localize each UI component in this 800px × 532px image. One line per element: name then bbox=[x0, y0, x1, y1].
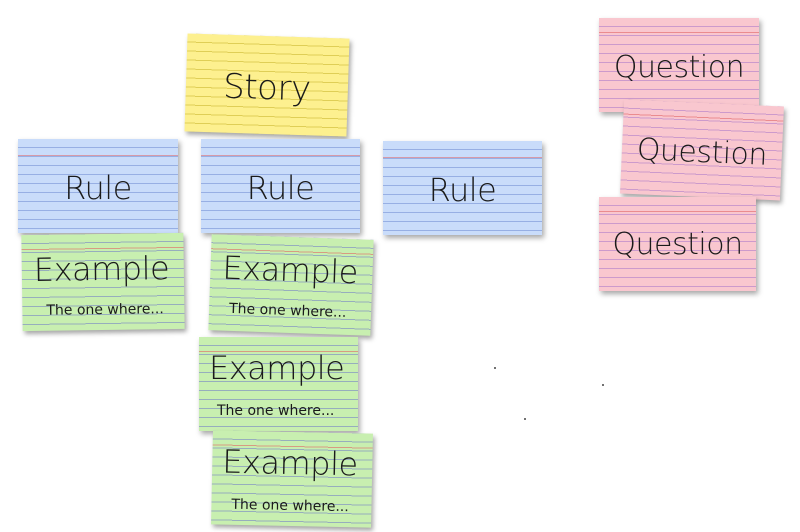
question-card-1: Question bbox=[599, 18, 759, 112]
rule-card-2: Rule bbox=[201, 139, 360, 233]
rule-card-title: Rule bbox=[64, 169, 132, 207]
rule-card-title: Rule bbox=[246, 169, 315, 207]
question-card-2: Question bbox=[620, 99, 784, 201]
question-card-title: Question bbox=[612, 227, 743, 262]
question-card-title: Question bbox=[636, 132, 768, 173]
example-card-1: Example The one where... bbox=[21, 232, 185, 332]
rule-card-1: Rule bbox=[18, 139, 178, 233]
story-card: Story bbox=[184, 33, 350, 137]
example-card-title: Example bbox=[33, 249, 170, 289]
stray-dot bbox=[494, 367, 496, 369]
question-card-title: Question bbox=[613, 50, 745, 85]
rule-card-title: Rule bbox=[428, 171, 497, 209]
example-card-2: Example The one where... bbox=[208, 234, 374, 336]
example-card-subtitle: The one where... bbox=[46, 301, 164, 319]
example-card-4: Example The one where... bbox=[211, 430, 373, 528]
story-card-title: Story bbox=[222, 66, 312, 110]
example-card-subtitle: The one where... bbox=[217, 403, 335, 419]
example-card-3: Example The one where... bbox=[199, 337, 358, 431]
example-card-subtitle: The one where... bbox=[231, 496, 349, 516]
example-card-subtitle: The one where... bbox=[228, 300, 347, 321]
stray-dot bbox=[602, 384, 604, 386]
question-card-3: Question bbox=[599, 197, 756, 291]
example-card-title: Example bbox=[221, 248, 359, 292]
example-card-title: Example bbox=[209, 349, 345, 387]
example-card-title: Example bbox=[221, 442, 359, 484]
stray-dot bbox=[524, 418, 526, 420]
rule-card-3: Rule bbox=[383, 141, 542, 235]
